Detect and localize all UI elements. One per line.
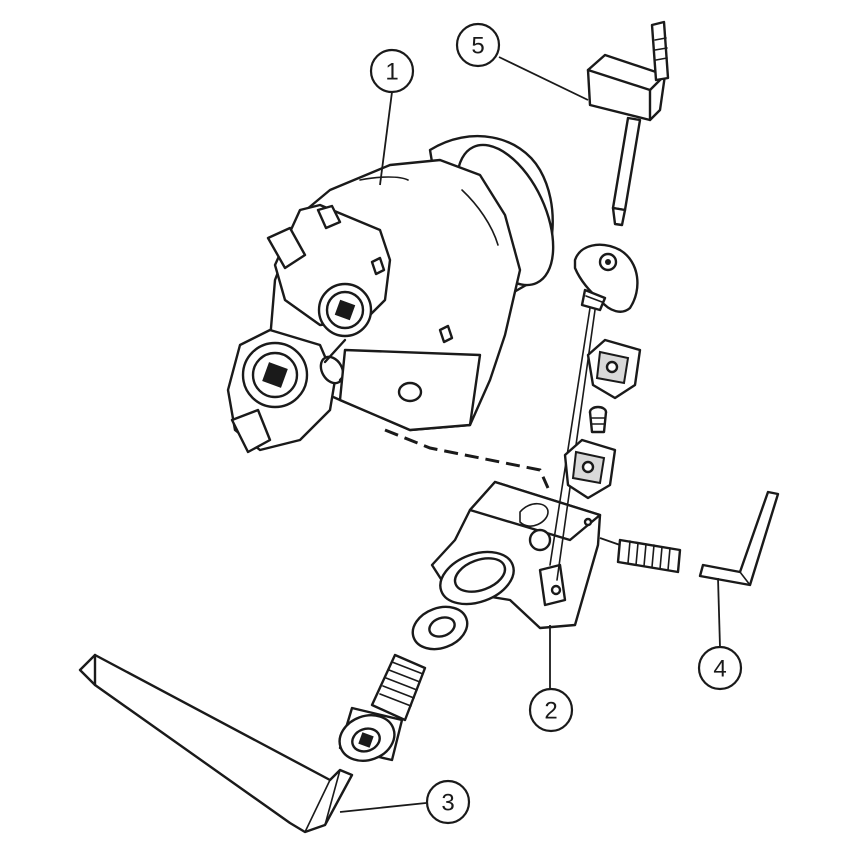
callout-1: 1: [369, 48, 415, 94]
callout-3: 3: [425, 779, 471, 825]
shim-upper: [586, 338, 642, 400]
leader-line-1: [379, 91, 393, 186]
callout-4-label: 4: [713, 656, 726, 683]
leader-line-4: [717, 577, 721, 648]
cartridge: [430, 480, 602, 630]
assembly-path-line: [384, 428, 550, 489]
leader-line-5: [498, 56, 589, 101]
callout-3-label: 3: [441, 790, 454, 817]
spring-pin: [599, 537, 682, 574]
clamp-screw: [338, 653, 427, 762]
hex-key-small: [698, 490, 780, 587]
callout-1-label: 1: [385, 59, 398, 86]
callout-5-label: 5: [471, 33, 484, 60]
guide-line: [549, 307, 591, 566]
washer: [411, 605, 469, 651]
shim-lower: [563, 438, 617, 500]
callout-4: 4: [697, 645, 743, 691]
callout-2-label: 2: [544, 698, 557, 725]
callout-2: 2: [528, 687, 574, 733]
set-screw-small: [588, 405, 608, 434]
clamp: [573, 243, 639, 313]
leader-line-3: [339, 802, 427, 813]
callout-5: 5: [455, 22, 501, 68]
cutter-body: [226, 135, 555, 454]
hex-key-large: [78, 653, 354, 834]
torx-key: [586, 20, 670, 227]
